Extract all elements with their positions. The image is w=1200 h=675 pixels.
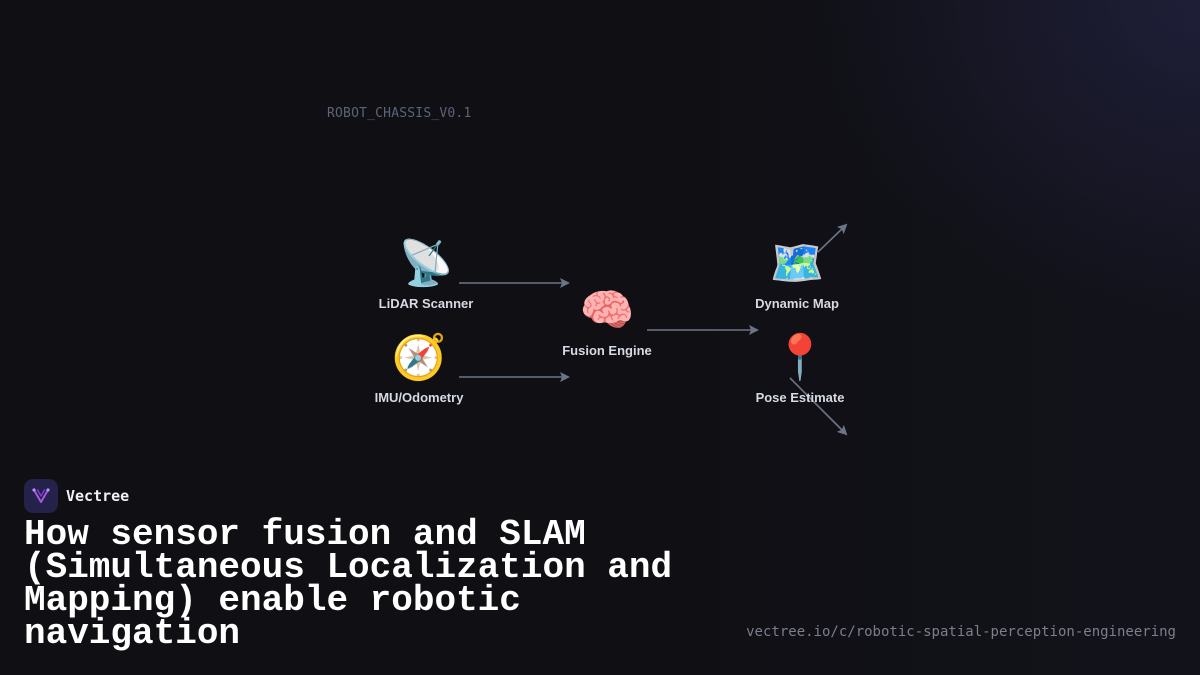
node-label: Fusion Engine [562, 343, 652, 358]
brain-icon: 🧠 [579, 285, 635, 336]
node-label: Dynamic Map [755, 296, 839, 311]
world-map-icon: 🗺️ [769, 238, 825, 289]
node-pose-estimate: 📍 Pose Estimate [756, 332, 845, 405]
vectree-logo-icon [24, 479, 58, 513]
brand-name: Vectree [66, 487, 130, 505]
page-title: How sensor fusion and SLAM (Simultaneous… [24, 514, 673, 654]
chassis-label: ROBOT_CHASSIS_V0.1 [327, 106, 472, 121]
satellite-dish-icon: 📡 [398, 238, 454, 289]
node-imu-odometry: 🧭 IMU/Odometry [375, 332, 464, 405]
node-label: LiDAR Scanner [378, 296, 474, 311]
location-pin-icon: 📍 [772, 332, 828, 383]
footer-url[interactable]: vectree.io/c/robotic-spatial-perception-… [746, 624, 1176, 640]
edge-map-out [817, 223, 848, 253]
edge-pose-out [789, 377, 848, 436]
compass-icon: 🧭 [391, 332, 447, 383]
brand: Vectree [24, 479, 129, 513]
node-lidar-scanner: 📡 LiDAR Scanner [379, 238, 474, 311]
node-dynamic-map: 🗺️ Dynamic Map [755, 238, 839, 311]
node-label: IMU/Odometry [374, 390, 464, 405]
node-label: Pose Estimate [755, 390, 845, 405]
node-fusion-engine: 🧠 Fusion Engine [562, 285, 652, 358]
